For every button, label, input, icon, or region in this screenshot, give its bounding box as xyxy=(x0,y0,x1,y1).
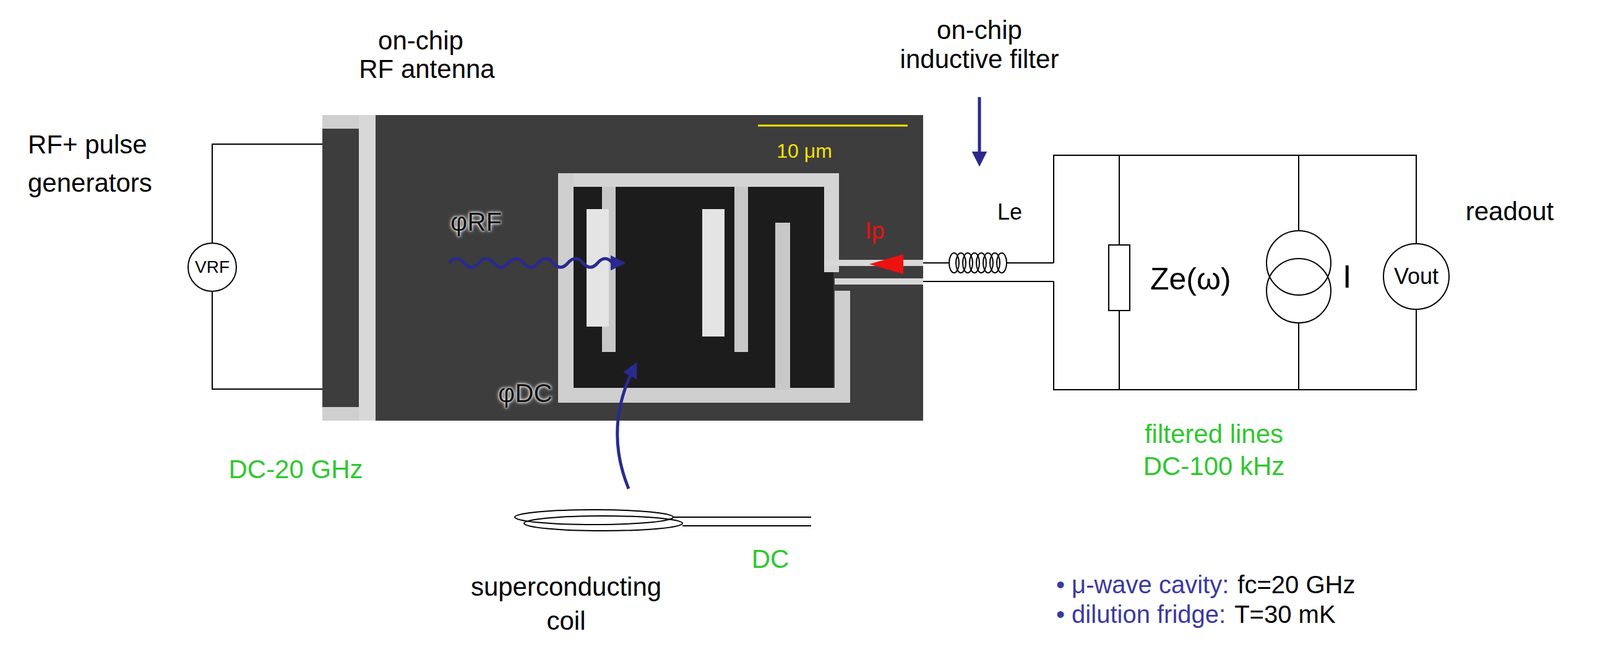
junction-bar xyxy=(734,186,749,353)
circuit-wire xyxy=(1119,155,1299,245)
current-source-symbol xyxy=(1265,230,1332,324)
node-label: VRF xyxy=(194,258,230,278)
current-arrow xyxy=(869,254,904,275)
label: superconducting xyxy=(470,572,662,603)
label: inductive filter xyxy=(900,44,1060,75)
loop-bar xyxy=(558,173,574,403)
label: 10 μm xyxy=(776,139,833,163)
source-circle xyxy=(1266,230,1331,296)
loop-interior xyxy=(573,186,834,388)
superconducting-coil xyxy=(514,509,812,531)
label: φDC xyxy=(498,378,553,409)
coil-turn xyxy=(524,516,683,531)
inductor-coil xyxy=(949,253,1007,273)
node-label: Ze(ω) xyxy=(1150,262,1232,297)
label: readout xyxy=(1465,196,1554,227)
node-label: Vout xyxy=(1393,264,1439,289)
loop-bar xyxy=(558,387,851,403)
antenna-bar xyxy=(358,115,376,421)
coil-turn xyxy=(996,253,1007,273)
circuit-wire xyxy=(1053,155,1417,390)
rf-flux-arrow xyxy=(449,258,622,268)
label: coil xyxy=(546,606,586,637)
loop-lead xyxy=(834,278,924,285)
label: on-chip xyxy=(936,15,1023,46)
label: RF+ pulse xyxy=(27,129,148,160)
label: DC-20 GHz xyxy=(228,454,363,485)
label: φRF xyxy=(450,207,502,237)
junction-bar xyxy=(775,222,791,390)
impedance-box: Ze(ω) xyxy=(1108,244,1131,312)
current-source: I xyxy=(1265,230,1332,324)
source-circle: VRF xyxy=(187,242,237,293)
pointer-arrow xyxy=(978,97,982,163)
loop-bar xyxy=(834,290,851,403)
source-circle xyxy=(1266,258,1331,323)
coil-lead xyxy=(673,517,812,526)
label: T=30 mK xyxy=(1234,600,1336,629)
loop-bar xyxy=(558,173,839,187)
scale-bar xyxy=(757,124,908,127)
label: • dilution fridge: xyxy=(1056,600,1226,629)
loop-bar xyxy=(824,173,839,273)
label: DC xyxy=(751,544,790,575)
source-circle: Vout xyxy=(1382,243,1450,310)
label: on-chip xyxy=(378,25,464,56)
label: Le xyxy=(997,199,1023,225)
sem-image xyxy=(322,115,924,421)
node-label: I xyxy=(1342,259,1352,295)
label: generators xyxy=(27,168,153,198)
dc-flux-arrow xyxy=(617,366,635,489)
label: DC-100 kHz xyxy=(1143,451,1286,482)
label: filtered lines xyxy=(1144,419,1284,450)
label: • μ-wave cavity: xyxy=(1056,570,1229,599)
label: fc=20 GHz xyxy=(1237,570,1355,599)
circuit-wire xyxy=(1298,309,1417,390)
junction-pad xyxy=(702,209,725,337)
label: Ip xyxy=(864,217,885,246)
label: RF antenna xyxy=(358,54,495,85)
